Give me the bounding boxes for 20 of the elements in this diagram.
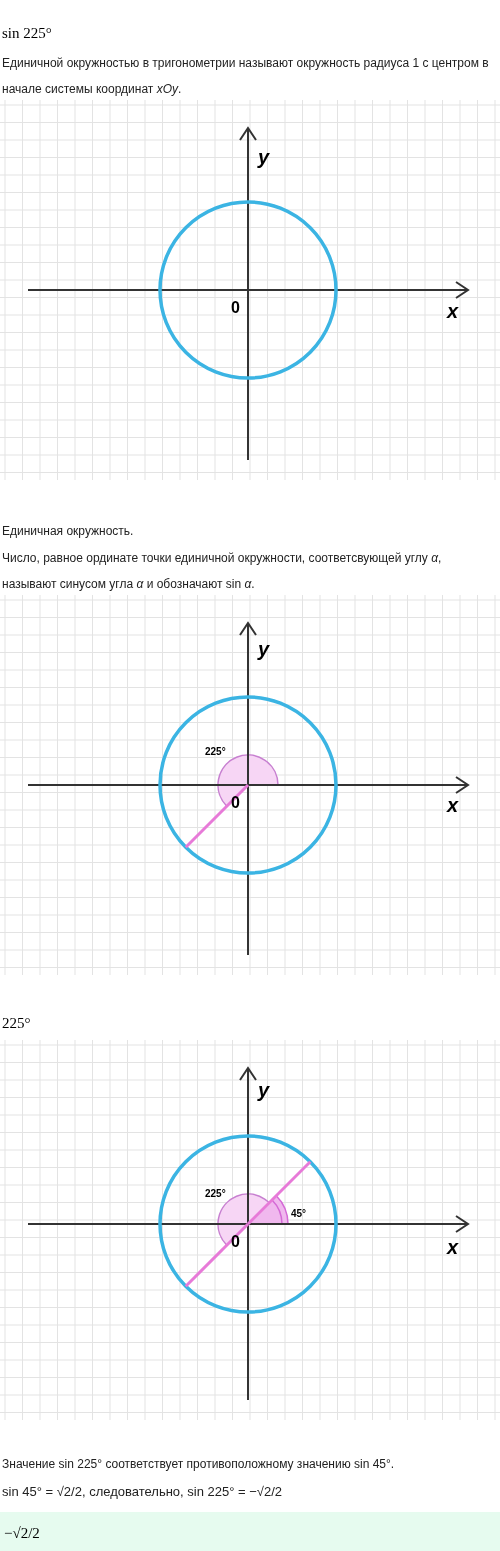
origin-label: 0 bbox=[231, 298, 240, 318]
equation: sin 45° = √2/2, следовательно, sin 225° = −√2/2 bbox=[2, 1483, 283, 1501]
sentence: Значение sin 225° соответствует противоположному значению sin 45°. bbox=[2, 1456, 396, 1473]
paragraph: Единичной окружностью в тригонометрии называют окружность радиуса 1 с центром в начале системы координат xOy. bbox=[2, 55, 490, 98]
angle-label: 45° bbox=[291, 1207, 307, 1221]
heading: 225° bbox=[2, 1014, 31, 1033]
axis-label: y bbox=[258, 145, 270, 170]
heading: sin 225° bbox=[2, 24, 52, 43]
axis-label: x bbox=[447, 793, 459, 818]
axis-label: x bbox=[447, 299, 459, 324]
origin-label: 0 bbox=[231, 1232, 240, 1252]
axis-label: y bbox=[258, 637, 270, 662]
axis-label: x bbox=[447, 1235, 459, 1260]
paragraph: Число, равное ординате точки единичной окружности, соответсвующей углу α, называют синусом угла α и обозначают sin α. bbox=[2, 550, 443, 593]
angle-label: 225° bbox=[205, 1187, 226, 1201]
angle-label: 225° bbox=[205, 745, 226, 759]
answer-text: −√2/2 bbox=[4, 1524, 40, 1543]
figure-caption: Единичная окружность. bbox=[2, 523, 134, 540]
axis-label: y bbox=[258, 1078, 270, 1103]
origin-label: 0 bbox=[231, 793, 240, 813]
